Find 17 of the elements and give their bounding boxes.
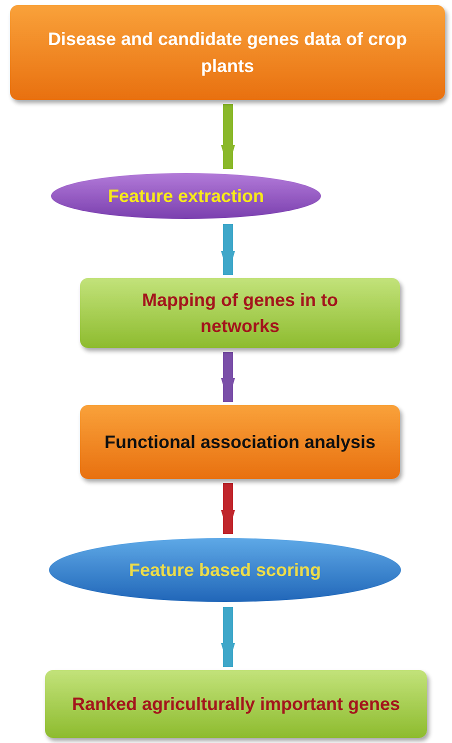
process-box (80, 278, 400, 348)
node-label: Feature based scoring (128, 558, 322, 582)
process-box (10, 5, 445, 100)
arrow (221, 352, 235, 402)
node-label: Functional association analysis (103, 430, 377, 454)
process-box (45, 670, 427, 738)
node-label: Ranked agriculturally important genes (70, 692, 402, 716)
process-ellipse (50, 172, 322, 220)
arrow (221, 224, 235, 275)
node-label: Disease and candidate genes data of crop plants (46, 28, 408, 78)
arrow (221, 104, 235, 169)
process-ellipse (48, 537, 402, 603)
arrow (221, 607, 235, 667)
process-box (80, 405, 400, 479)
arrow (221, 483, 235, 534)
node-label: Mapping of genes in to networks (141, 288, 339, 338)
node-label: Feature extraction (106, 184, 266, 208)
